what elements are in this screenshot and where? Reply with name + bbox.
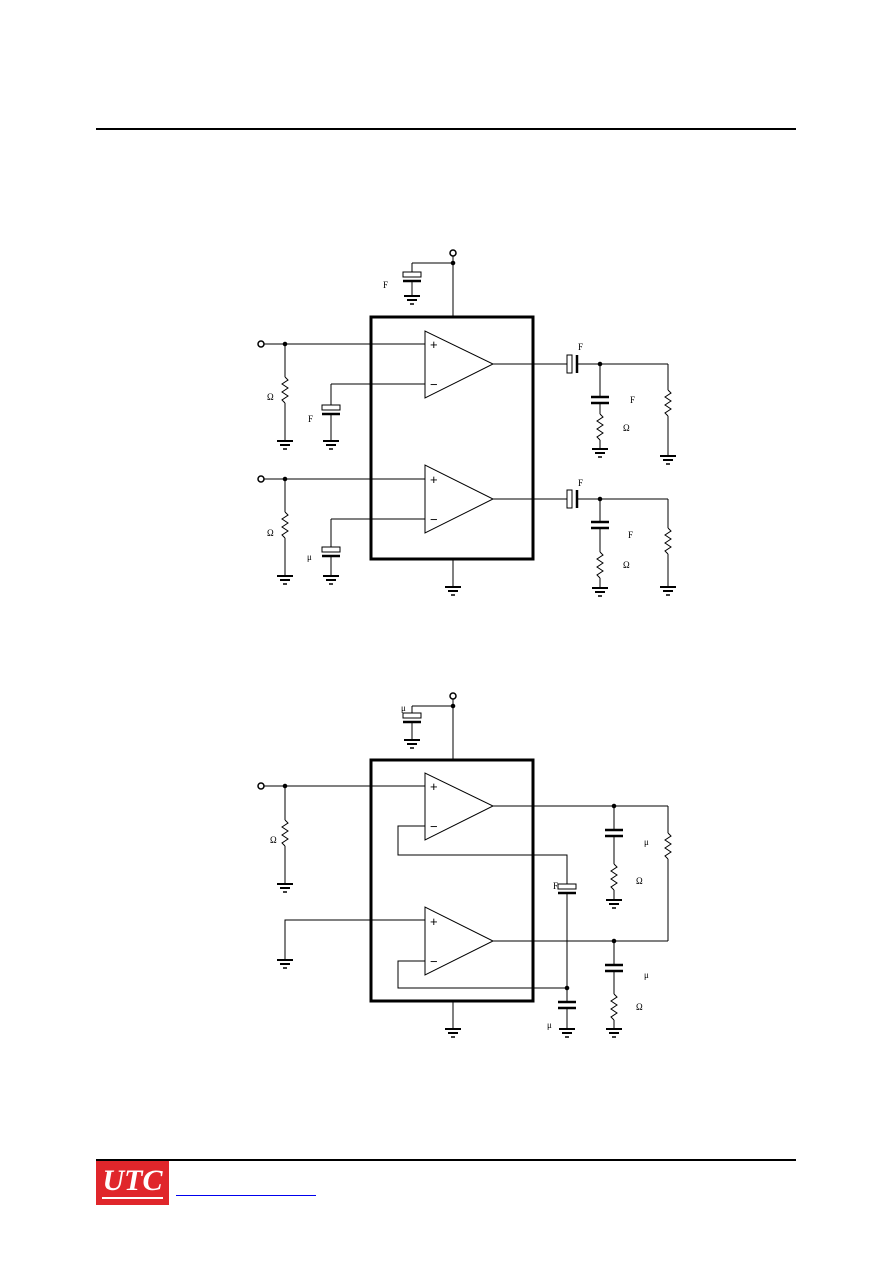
ground-symbol: [606, 1028, 622, 1038]
input-terminal-1b: [257, 475, 265, 483]
opamp-1a-minus: −: [430, 377, 438, 392]
input-resistor-1a-label: Ω: [267, 392, 274, 402]
circuit1: F + − Ω F: [257, 249, 676, 597]
opamp-1a-plus: +: [430, 337, 438, 352]
input-resistor-2-label: Ω: [270, 835, 277, 845]
input-resistor-1b: [281, 511, 289, 539]
zobel-resistor-1b: [596, 551, 604, 579]
load-resistor-1a: [664, 389, 672, 417]
load-resistor-1b: [664, 527, 672, 555]
supply-cap-2-label: μ: [401, 703, 406, 713]
bottom-cap-2-label: μ: [547, 1020, 552, 1030]
supply-cap-1-label: F: [383, 280, 388, 290]
ground-symbol: [277, 959, 293, 969]
zobel-resistor-2b-label: Ω: [636, 1002, 643, 1012]
ground-symbol: [277, 575, 293, 585]
mid-cap-2: [557, 883, 577, 890]
input-terminal-1a: [257, 340, 265, 348]
supply-cap-2: [402, 712, 422, 719]
ground-symbol: [559, 1028, 575, 1038]
input-resistor-1b-label: Ω: [267, 528, 274, 538]
feedback-cap-1a: [321, 404, 341, 411]
zobel-cap-2a-label: μ: [644, 837, 649, 847]
opamp-2b-minus: −: [430, 954, 438, 969]
ground-symbol: [592, 448, 608, 458]
input-resistor-2: [281, 819, 289, 847]
load-resistor-2: [664, 832, 672, 860]
opamp-2b: [424, 906, 495, 976]
ground-symbol: [277, 440, 293, 450]
ground-symbol: [606, 899, 622, 909]
output-cap-1a: [566, 354, 573, 374]
zobel-resistor-2b: [610, 993, 618, 1021]
zobel-cap-1b-label: F: [628, 530, 633, 540]
zobel-resistor-2a: [610, 863, 618, 891]
input-terminal-2: [257, 782, 265, 790]
utc-logo-text: UTC: [102, 1164, 163, 1197]
utc-logo-underline: [102, 1197, 163, 1199]
ic-body-1: [369, 315, 535, 561]
utc-logo: UTC: [96, 1161, 169, 1205]
feedback-cap-1a-label: F: [308, 414, 313, 424]
opamp-2a: [424, 772, 495, 841]
zobel-resistor-2a-label: Ω: [636, 876, 643, 886]
output-cap-1a-label: F: [578, 342, 583, 352]
ground-symbol: [404, 739, 420, 749]
mid-cap-2-label: F: [553, 881, 558, 891]
ground-symbol: [404, 295, 420, 305]
opamp-2a-plus: +: [430, 779, 438, 794]
vcc-terminal-2: [449, 692, 457, 700]
footer-rule: [96, 1159, 796, 1161]
input-resistor-1a: [281, 376, 289, 404]
header-rule: [96, 128, 796, 130]
output-cap-1b: [566, 489, 573, 509]
opamp-2a-minus: −: [430, 819, 438, 834]
supply-cap-1: [402, 271, 422, 278]
ground-symbol: [660, 586, 676, 596]
zobel-resistor-1a-label: Ω: [623, 423, 630, 433]
ground-symbol: [660, 455, 676, 465]
opamp-2b-plus: +: [430, 914, 438, 929]
vcc-terminal-1: [449, 249, 457, 257]
ground-symbol: [323, 440, 339, 450]
ground-symbol: [323, 575, 339, 585]
ic-body-2: [369, 758, 535, 1003]
feedback-cap-1b: [321, 546, 341, 553]
opamp-1b-minus: −: [430, 512, 438, 527]
feedback-cap-1b-label: μ: [307, 552, 312, 562]
ground-symbol: [445, 586, 461, 596]
opamp-1b-plus: +: [430, 472, 438, 487]
zobel-resistor-1a: [596, 413, 604, 441]
opamp-1a: [424, 330, 495, 399]
zobel-cap-2b-label: μ: [644, 970, 649, 980]
output-cap-1b-label: F: [578, 478, 583, 488]
ground-symbol: [445, 1028, 461, 1038]
ground-symbol: [592, 587, 608, 597]
website-link[interactable]: [176, 1195, 316, 1196]
opamp-1b: [424, 464, 495, 534]
circuit2: μ + − Ω F + −: [257, 692, 672, 1038]
zobel-cap-1a-label: F: [630, 395, 635, 405]
zobel-resistor-1b-label: Ω: [623, 560, 630, 570]
ground-symbol: [277, 883, 293, 893]
